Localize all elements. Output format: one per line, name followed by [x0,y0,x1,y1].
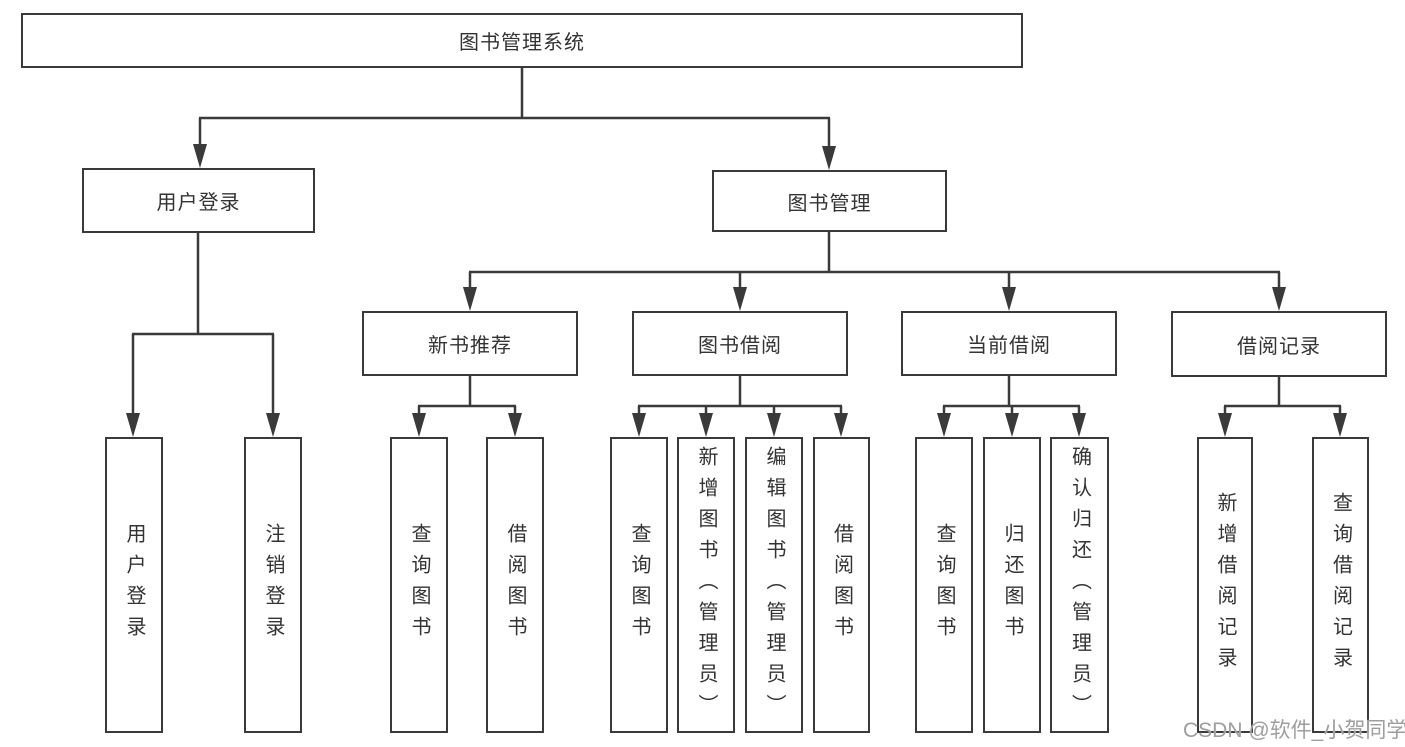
node-label: 用户登录 [123,523,145,647]
node-label: 用户登录 [156,192,241,214]
leaf-bb-add-books-admin: 新增图书（管理员） [677,437,735,733]
arrowhead [1072,413,1086,437]
leaf-cb-return-books: 归还图书 [983,437,1041,733]
leaf-logout-login: 注销登录 [244,437,302,733]
leaf-nbr-query-books: 查询图书 [390,437,448,733]
connector-root-to-level2 [193,68,836,170]
connector-new-book-rec-to-leaves [412,376,522,437]
node-book-mgmt: 图书管理 [712,170,947,232]
node-book-borrow: 图书借阅 [632,311,848,376]
node-label: 归还图书 [1001,523,1023,647]
leaf-br-add-borrow-record: 新增借阅记录 [1197,437,1253,733]
node-user-login: 用户登录 [82,168,315,233]
node-label: 编辑图书（管理员） [763,445,785,725]
leaf-bb-query-books: 查询图书 [610,437,668,733]
arrowhead [767,413,781,437]
node-label: 新书推荐 [428,335,512,357]
watermark: CSDN @软件_小贺同学 [1183,719,1405,742]
arrowhead [193,144,207,168]
arrowhead [1333,413,1347,437]
node-label: 确认归还（管理员） [1068,445,1091,725]
connector-current-borrow-to-leaves [937,376,1086,437]
arrowhead [834,413,848,437]
node-label: 图书管理系统 [459,32,585,54]
node-label: 借阅图书 [504,523,526,647]
node-label: 借阅记录 [1237,335,1321,358]
arrowhead [1005,413,1019,437]
arrowhead [699,413,713,437]
node-label: 查询图书 [628,523,650,647]
connector-book-mgmt-to-level3 [463,232,1286,311]
connector-borrow-records-to-leaves [1218,377,1347,437]
node-label: 查询图书 [933,523,955,647]
arrowhead [1002,287,1016,311]
leaf-bb-edit-books-admin: 编辑图书（管理员） [745,437,803,733]
leaf-cb-query-books: 查询图书 [915,437,973,733]
node-current-borrow: 当前借阅 [901,311,1117,376]
arrowhead [733,287,747,311]
arrowhead [266,413,280,437]
leaf-user-login: 用户登录 [105,437,163,733]
node-label: 新增借阅记录 [1214,492,1236,678]
node-label: 新增图书（管理员） [695,445,717,725]
arrowhead [937,413,951,437]
node-label: 当前借阅 [967,335,1051,357]
node-borrow-records: 借阅记录 [1171,311,1387,377]
arrowhead [412,413,426,437]
node-root: 图书管理系统 [21,13,1023,68]
arrowhead [1272,287,1286,311]
node-label: 借阅图书 [830,523,853,647]
arrowhead [1218,413,1232,437]
node-label: 注销登录 [262,523,284,647]
connector-user-login-to-leaves [126,233,280,437]
leaf-br-query-borrow-record: 查询借阅记录 [1312,437,1369,733]
connector-book-borrow-to-leaves [632,376,848,437]
node-label: 查询借阅记录 [1329,492,1352,678]
arrowhead [126,413,140,437]
leaf-bb-borrow-books: 借阅图书 [813,437,870,733]
leaf-nbr-borrow-books: 借阅图书 [486,437,544,733]
arrowhead [632,413,646,437]
node-new-book-recommend: 新书推荐 [362,311,578,376]
node-label: 图书借阅 [698,335,782,357]
arrowhead [463,287,477,311]
arrowhead [508,413,522,437]
leaf-cb-confirm-return-admin: 确认归还（管理员） [1050,437,1109,733]
node-label: 查询图书 [408,523,430,647]
node-label: 图书管理 [787,192,872,215]
arrowhead [822,146,836,170]
